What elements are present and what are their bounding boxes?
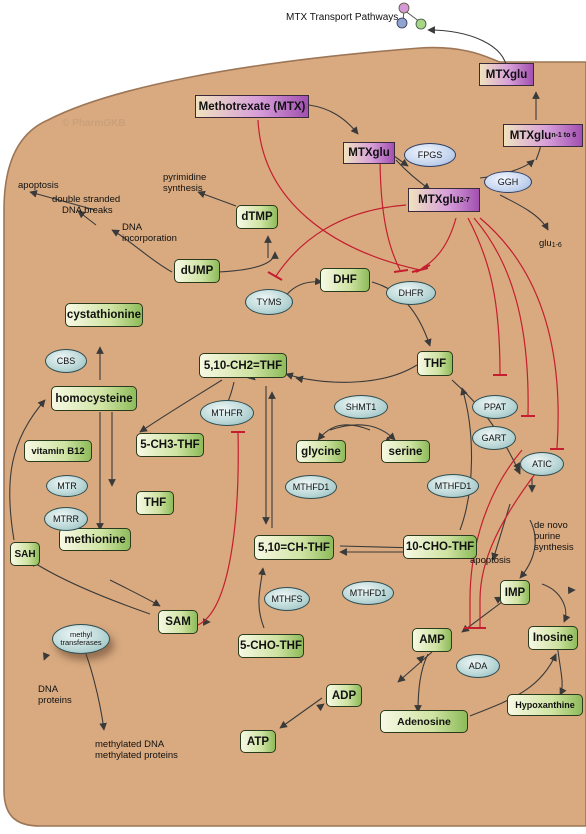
ada-enzyme[interactable]: ADA (456, 654, 500, 678)
mtxglu-node[interactable]: MTXglu (343, 142, 395, 164)
formyl-thf-node[interactable]: 10-CHO-THF (403, 535, 477, 559)
mtxglu-n-label: MTXglu (509, 129, 552, 142)
mthfs-enzyme[interactable]: MTHFS (264, 587, 310, 611)
methyltransferases-label-1: methyl (69, 630, 93, 639)
methotrexate-node[interactable]: Methotrexate (MTX) (195, 95, 309, 118)
cystathionine-node[interactable]: cystathionine (65, 303, 143, 327)
dna-incorporation-label-1: DNA (122, 222, 143, 233)
mthfd1-enzyme-a[interactable]: MTHFD1 (285, 475, 337, 499)
mthfr-enzyme[interactable]: MTHFR (200, 400, 254, 426)
imp-node[interactable]: IMP (500, 580, 530, 605)
adp-node[interactable]: ADP (326, 684, 362, 707)
dsb-label-1: double stranded (52, 194, 121, 205)
pathway-title: MTX Transport Pathways (286, 12, 399, 23)
dump-node[interactable]: dUMP (174, 259, 220, 283)
vitamin-b12-node[interactable]: vitamin B12 (24, 440, 92, 462)
dtmp-node[interactable]: dTMP (236, 205, 278, 229)
cbs-enzyme[interactable]: CBS (45, 349, 87, 373)
dhf-node[interactable]: DHF (320, 268, 370, 292)
homocysteine-node[interactable]: homocysteine (51, 386, 137, 411)
sah-node[interactable]: SAH (10, 542, 40, 566)
transport-icon (396, 2, 427, 30)
glu-label-text: glu (539, 238, 552, 249)
mthfd1-enzyme-c[interactable]: MTHFD1 (342, 581, 394, 605)
serine-node[interactable]: serine (381, 440, 430, 463)
de-novo-label-3: synthesis (534, 542, 574, 553)
mtrr-enzyme[interactable]: MTRR (44, 507, 88, 531)
apoptosis-label: apoptosis (18, 180, 59, 191)
methenyl-thf-node[interactable]: 5,10=CH-THF (254, 535, 334, 560)
dna-proteins-label-2: proteins (38, 695, 72, 706)
hypoxanthine-node[interactable]: Hypoxanthine (507, 694, 583, 716)
methyltransferases-label-2: transferases (60, 638, 102, 647)
sam-node[interactable]: SAM (158, 610, 198, 634)
methylated-label-1: methylated DNA (95, 739, 165, 750)
dsb-label-2: DNA breaks (62, 205, 113, 216)
mtxglu-exported-node[interactable]: MTXglu (479, 63, 534, 86)
glu-label-subscript: 1-6 (551, 242, 562, 249)
inosine-node[interactable]: Inosine (528, 626, 578, 650)
folinic-acid-node[interactable]: 5-CHO-THF (238, 634, 304, 658)
ggh-enzyme[interactable]: GGH (484, 171, 532, 193)
atic-enzyme[interactable]: ATIC (520, 452, 564, 476)
mtxglu-2-7-label: MTXglu (418, 194, 460, 206)
copyright-label: © PharmGKB (62, 118, 126, 129)
de-novo-label-2: purine (534, 531, 561, 542)
dna-proteins-label-1: DNA (38, 684, 59, 695)
mtxglu-n-subscript: n-1 to 6 (551, 132, 577, 139)
dhfr-enzyme[interactable]: DHFR (386, 281, 436, 305)
amp-node[interactable]: AMP (412, 628, 452, 652)
methyltransferases-enzyme[interactable]: methyl transferases (52, 624, 110, 654)
pyrimidine-synthesis-label-2: synthesis (163, 183, 203, 194)
mthfd1-enzyme-b[interactable]: MTHFD1 (427, 474, 479, 498)
mtr-enzyme[interactable]: MTR (46, 475, 88, 497)
ppat-enzyme[interactable]: PPAT (472, 395, 518, 419)
pyrimidine-synthesis-label-1: pyrimidine (163, 172, 207, 183)
apoptosis-label-2: apoptosis (470, 555, 511, 566)
dna-incorporation-label-2: incorporation (122, 233, 177, 244)
thf-node-2[interactable]: THF (136, 491, 174, 515)
methylated-label-2: methylated proteins (95, 750, 178, 761)
de-novo-label-1: de novo (534, 520, 568, 531)
adenosine-node[interactable]: Adenosine (380, 710, 468, 733)
glycine-node[interactable]: glycine (296, 440, 346, 463)
atp-node[interactable]: ATP (240, 730, 276, 753)
thf-node[interactable]: THF (417, 351, 453, 376)
methyl-thf-node[interactable]: 5-CH3-THF (136, 433, 204, 457)
fpgs-enzyme[interactable]: FPGS (404, 143, 456, 167)
mtxglu-2-7-subscript: 2-7 (459, 196, 470, 204)
tyms-enzyme[interactable]: TYMS (245, 289, 293, 315)
shmt1-enzyme[interactable]: SHMT1 (334, 395, 388, 419)
gart-enzyme[interactable]: GART (472, 426, 516, 450)
methylene-thf-node[interactable]: 5,10-CH2=THF (199, 353, 287, 378)
glu-label: glu1-6 (539, 238, 562, 251)
methionine-node[interactable]: methionine (59, 528, 131, 551)
